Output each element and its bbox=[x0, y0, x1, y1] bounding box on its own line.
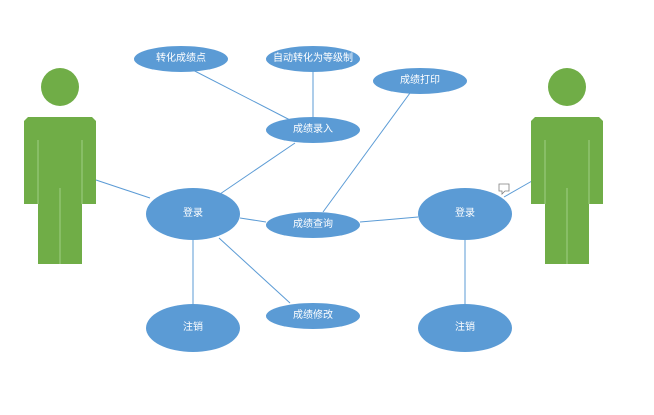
actor-right bbox=[531, 68, 603, 264]
connector-login-query bbox=[239, 217, 267, 223]
usecase-login-right[interactable] bbox=[418, 188, 512, 240]
comment-icon[interactable] bbox=[498, 183, 510, 195]
actor-left-head bbox=[41, 68, 79, 106]
actor-right-head bbox=[548, 68, 586, 106]
actor-left bbox=[24, 68, 96, 264]
usecase-modify-scores[interactable] bbox=[266, 303, 360, 329]
connector-score-points-enter bbox=[184, 65, 291, 121]
usecase-logout-right[interactable] bbox=[418, 304, 512, 352]
usecase-print-scores[interactable] bbox=[373, 68, 467, 94]
usecase-auto-to-grades[interactable] bbox=[266, 46, 360, 72]
usecase-logout-left[interactable] bbox=[146, 304, 240, 352]
usecase-query-scores[interactable] bbox=[266, 212, 360, 238]
usecase-enter-scores[interactable] bbox=[266, 117, 360, 143]
connector-query-login-right bbox=[359, 216, 419, 223]
connector-print-query bbox=[322, 92, 411, 213]
connector-login-right-actor-right bbox=[503, 180, 533, 198]
usecase-login-left[interactable] bbox=[146, 188, 240, 240]
connector-enter-login bbox=[219, 142, 296, 195]
usecase-score-to-points[interactable] bbox=[134, 46, 228, 72]
connector-actor-left-login bbox=[95, 179, 151, 199]
connector-login-modify bbox=[218, 237, 291, 304]
